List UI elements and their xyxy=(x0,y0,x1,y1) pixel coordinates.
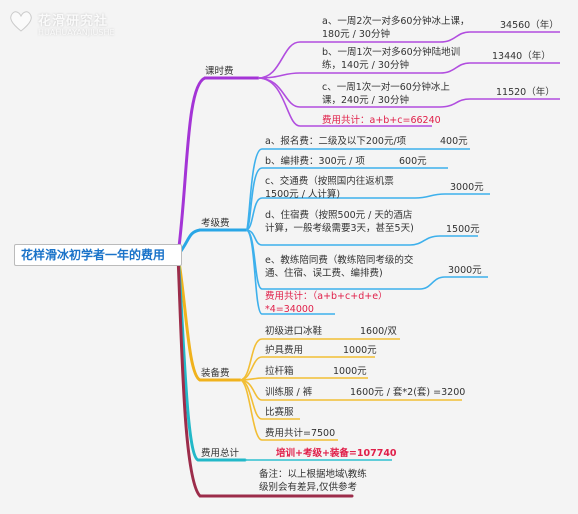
training-total: 费用共计：a+b+c=66240 xyxy=(322,115,441,126)
training-item-c: c、一周1次一对一60分钟冰上课，240元 / 30分钟 xyxy=(322,82,450,106)
exam-item-e: e、教练陪同费（教练陪同考级的交通、住宿、误工费、编排费) xyxy=(265,255,414,279)
root-node: 花样滑冰初学者一年的费用 xyxy=(14,244,182,266)
equipment-item-skates-amount: 1600/双 xyxy=(360,326,397,337)
training-item-a-amount: 34560（年） xyxy=(500,20,559,31)
equipment-item-trolley-case-amount: 1000元 xyxy=(333,366,367,377)
exam-item-c-amount: 3000元 xyxy=(450,182,484,193)
heart-logo-icon xyxy=(10,11,32,32)
exam-item-b: b、编排费：300元 / 项 xyxy=(265,156,365,167)
training-item-c-amount: 11520（年） xyxy=(496,87,555,98)
branch-training-fee: 课时费 xyxy=(205,66,234,77)
training-item-b-amount: 13440（年） xyxy=(492,51,551,62)
exam-item-b-amount: 600元 xyxy=(399,156,427,167)
branch-equipment-fee: 装备费 xyxy=(201,368,230,379)
watermark-name: 花滑研究社 xyxy=(38,14,109,29)
grand-total-value: 培训+考级+装备=107740 xyxy=(276,448,397,459)
equipment-item-training-wear-amount: 1600元 / 套*2(套) =3200 xyxy=(350,387,466,398)
equipment-item-protective-gear-amount: 1000元 xyxy=(343,345,377,356)
exam-item-a-amount: 400元 xyxy=(440,136,468,147)
exam-item-d-amount: 1500元 xyxy=(446,224,480,235)
footnote: 备注：以上根据地域\教练级别会有差异,仅供参考 xyxy=(259,469,367,493)
equipment-item-protective-gear: 护具费用 xyxy=(265,345,304,356)
branch-grand-total: 费用总计 xyxy=(201,448,240,459)
exam-total: 费用共计：（a+b+c+d+e）*4=34000 xyxy=(265,291,388,315)
equipment-item-trolley-case: 拉杆箱 xyxy=(265,366,294,377)
equipment-item-skates: 初级进口冰鞋 xyxy=(265,326,323,337)
equipment-item-training-wear: 训练服 / 裤 xyxy=(265,387,313,398)
watermark-logo: 花滑研究社 HUAHUAYANJIUSHE xyxy=(8,6,138,46)
training-item-b: b、一周1次一对多60分钟陆地训练，140元 / 30分钟 xyxy=(322,47,461,71)
equipment-item-competition-wear: 比赛服 xyxy=(265,407,294,418)
training-item-a: a、一周2次一对多60分钟冰上课，180元 / 30分钟 xyxy=(322,16,470,40)
branch-exam-fee: 考级费 xyxy=(201,218,230,229)
watermark-subtitle: HUAHUAYANJIUSHE xyxy=(38,28,115,37)
exam-item-d: d、住宿费（按照500元 / 天的酒店计算，一般考级需要3天，甚至5天) xyxy=(265,210,414,234)
exam-item-a: a、报名费：二级及以下200元/项 xyxy=(265,136,407,147)
equipment-total: 费用共计=7500 xyxy=(265,428,336,439)
exam-item-c: c、交通费（按照国内往返机票1500元 / 人计算) xyxy=(265,176,394,200)
exam-item-e-amount: 3000元 xyxy=(448,265,482,276)
